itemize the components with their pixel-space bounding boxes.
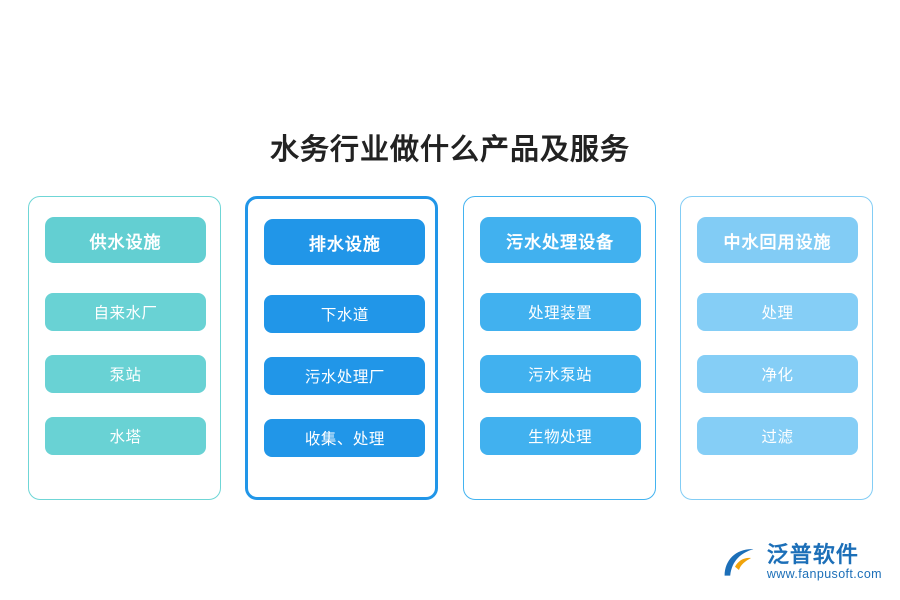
column-sewage-equipment[interactable]: 污水处理设备 处理装置 污水泵站 生物处理 — [462, 196, 656, 500]
column-reclaimed-water[interactable]: 中水回用设施 处理 净化 过滤 — [679, 196, 873, 500]
list-item[interactable]: 自来水厂 — [45, 293, 206, 331]
page-title: 水务行业做什么产品及服务 — [269, 134, 630, 166]
column-items: 下水道 污水处理厂 收集、处理 — [264, 295, 426, 457]
list-item[interactable]: 处理装置 — [479, 293, 641, 331]
column-drainage[interactable]: 排水设施 下水道 污水处理厂 收集、处理 — [245, 196, 439, 500]
list-item[interactable]: 过滤 — [696, 417, 858, 455]
list-item[interactable]: 泵站 — [45, 355, 206, 393]
list-item[interactable]: 下水道 — [264, 295, 426, 333]
category-columns: 供水设施 自来水厂 泵站 水塔 排水设施 下水道 污水处理厂 收集、处理 污水处… — [28, 196, 873, 500]
column-items: 处理 净化 过滤 — [696, 293, 858, 455]
list-item[interactable]: 生物处理 — [479, 417, 641, 455]
logo-name: 泛普软件 — [766, 542, 859, 568]
column-header: 污水处理设备 — [479, 217, 641, 263]
list-item[interactable]: 净化 — [696, 355, 858, 393]
list-item[interactable]: 污水泵站 — [479, 355, 641, 393]
logo-mark-icon — [719, 542, 759, 582]
list-item[interactable]: 处理 — [696, 293, 858, 331]
list-item[interactable]: 收集、处理 — [264, 419, 426, 457]
list-item[interactable]: 水塔 — [45, 417, 206, 455]
column-items: 处理装置 污水泵站 生物处理 — [479, 293, 641, 455]
column-water-supply[interactable]: 供水设施 自来水厂 泵站 水塔 — [28, 196, 221, 500]
column-header: 排水设施 — [264, 219, 426, 265]
brand-logo: 泛普软件 www.fanpusoft.com — [719, 542, 882, 582]
column-header: 中水回用设施 — [696, 217, 858, 263]
logo-url: www.fanpusoft.com — [766, 567, 882, 582]
list-item[interactable]: 污水处理厂 — [264, 357, 426, 395]
column-items: 自来水厂 泵站 水塔 — [45, 293, 206, 455]
logo-text: 泛普软件 www.fanpusoft.com — [767, 542, 882, 582]
column-header: 供水设施 — [45, 217, 206, 263]
